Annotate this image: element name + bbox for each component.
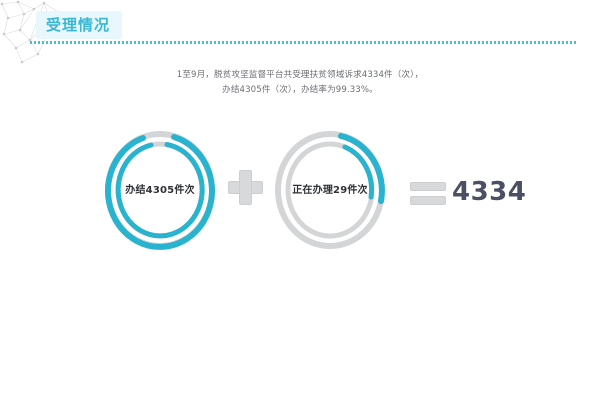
donut-rings-completed <box>104 131 215 250</box>
donut-rings-in-progress <box>275 131 385 249</box>
page-title: 受理情况 <box>46 15 111 34</box>
plus-icon-vertical-bar <box>239 170 252 205</box>
donut-label-in-progress: 正在办理29件次 <box>292 184 368 196</box>
donut-chart-completed: 办结4305件次 <box>101 127 219 253</box>
plus-icon <box>228 170 263 205</box>
total-value: 4334 <box>452 177 527 207</box>
equals-icon-bottom-bar <box>410 196 446 205</box>
donut-chart-in-progress: 正在办理29件次 <box>271 127 389 253</box>
summary-line-1: 1至9月，脱贫攻坚监督平台共受理扶贫领域诉求4334件（次）， <box>176 70 424 80</box>
donut-label-completed: 办结4305件次 <box>125 184 195 196</box>
equals-icon <box>410 182 446 205</box>
summary-line-2: 办结4305件（次），办结率为99.33%。 <box>222 85 378 95</box>
summary-text: 1至9月，脱贫攻坚监督平台共受理扶贫领域诉求4334件（次）， 办结4305件（… <box>100 68 500 98</box>
equation-row: 办结4305件次 正在办理29件次 4334 <box>0 126 600 266</box>
header-divider <box>30 41 576 44</box>
equals-icon-top-bar <box>410 182 446 191</box>
section-title-chip: 受理情况 <box>36 11 123 39</box>
slide-header: 受理情况 <box>0 0 600 52</box>
